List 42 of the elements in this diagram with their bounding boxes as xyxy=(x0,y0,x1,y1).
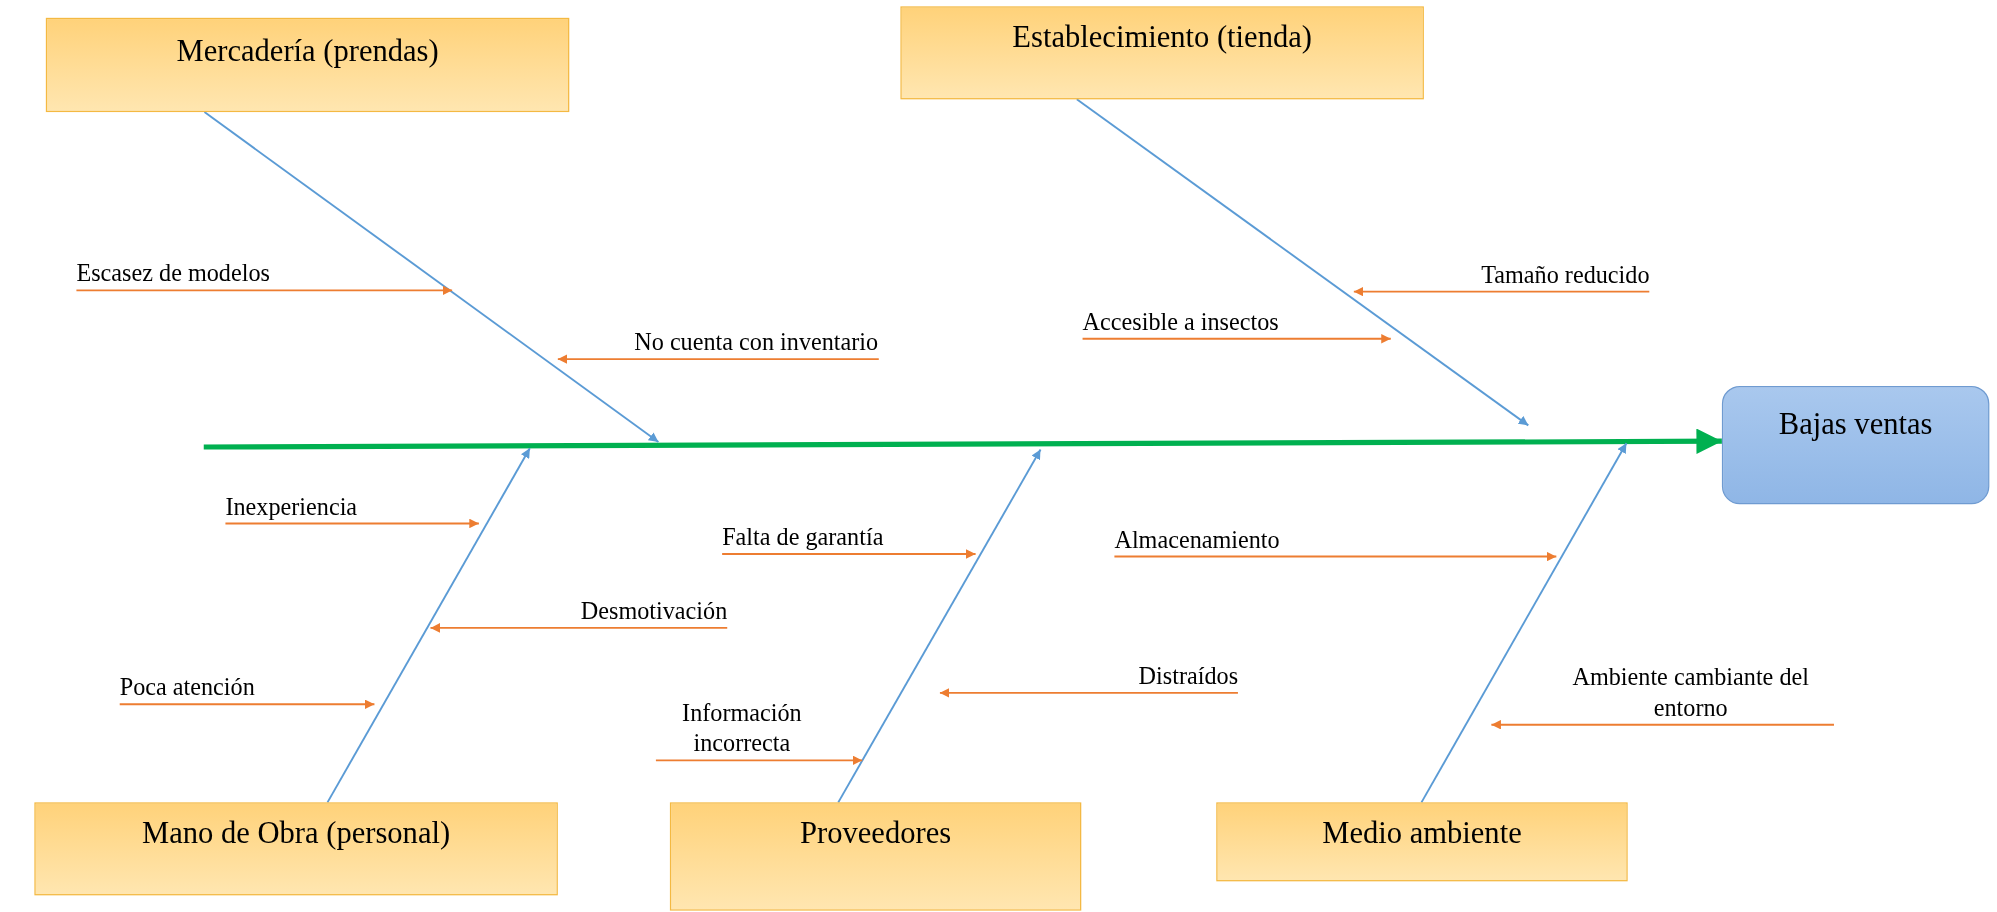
cause-label: No cuenta con inventario xyxy=(634,327,879,358)
cause-label: Inexperiencia xyxy=(225,491,358,523)
cause-arrow xyxy=(1352,286,1651,297)
cause-arrow xyxy=(75,285,454,296)
cause-label: Accesible a insectos xyxy=(1082,306,1279,338)
cause-label: Tamaño reducido xyxy=(1481,259,1650,291)
cause-label: Poca atención xyxy=(119,672,255,704)
effect-box xyxy=(1721,385,1990,505)
cause-arrow xyxy=(654,755,864,766)
category-label: Mano de Obra (personal) xyxy=(142,816,451,851)
category-box xyxy=(34,802,558,896)
cause-arrow xyxy=(938,688,1239,698)
cause-label: Ambiente cambiante del entorno xyxy=(1547,662,1834,724)
cause-label: Información incorrecta xyxy=(655,697,828,760)
cause-label: Distraídos xyxy=(1138,661,1239,692)
cause-arrow xyxy=(1490,719,1835,730)
bone-arrow xyxy=(1075,98,1530,427)
category-label: Establecimiento (tienda) xyxy=(1012,20,1312,55)
spine-arrow xyxy=(203,428,1722,454)
cause-arrow xyxy=(1081,334,1392,344)
category-label: Mercadería (prendas) xyxy=(176,34,439,69)
bone-arrow xyxy=(326,447,531,804)
cause-arrow xyxy=(224,518,480,529)
category-box xyxy=(669,802,1082,911)
category-box xyxy=(1216,802,1628,882)
cause-label: Desmotivación xyxy=(580,596,728,627)
category-box xyxy=(900,6,1424,100)
bone-arrow xyxy=(1420,442,1628,804)
cause-arrow xyxy=(556,354,880,364)
bone-arrow xyxy=(837,448,1042,804)
cause-arrow xyxy=(1113,551,1558,562)
category-box xyxy=(45,17,570,113)
bone-arrow xyxy=(203,111,660,443)
cause-label: Almacenamiento xyxy=(1114,524,1280,556)
category-label: Medio ambiente xyxy=(1322,816,1522,851)
cause-arrow xyxy=(721,549,977,559)
cause-arrow xyxy=(118,699,376,710)
cause-arrow xyxy=(429,623,729,633)
cause-label: Falta de garantía xyxy=(722,522,884,553)
effect-label: Bajas ventas xyxy=(1778,407,1933,442)
cause-label: Escasez de modelos xyxy=(76,258,270,290)
category-label: Proveedores xyxy=(800,816,952,851)
